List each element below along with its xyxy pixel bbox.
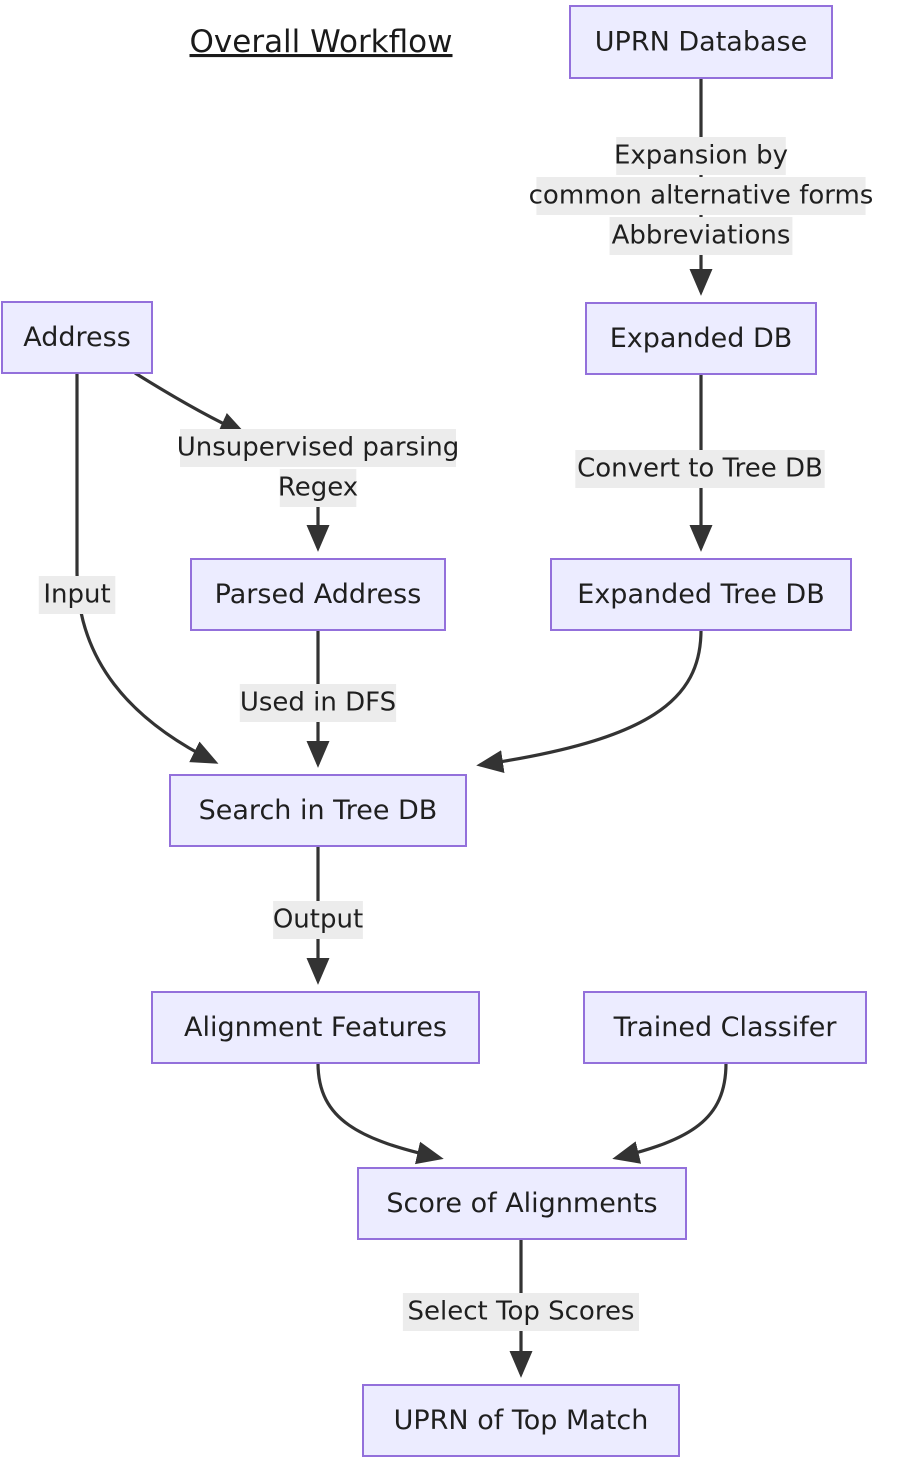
node-box[interactable] <box>151 991 480 1064</box>
edge-label-text: Abbreviations <box>612 221 791 251</box>
edge-label-text: Input <box>43 580 110 610</box>
node-box[interactable] <box>583 991 867 1064</box>
page-title: Overall Workflow <box>190 24 453 60</box>
edge-address-to-parsed <box>134 371 247 435</box>
node-label: Parsed Address <box>215 579 422 610</box>
edge-label-background <box>38 576 116 614</box>
edge-label-background <box>180 429 456 467</box>
node-score_align[interactable]: Score of Alignments <box>357 1167 687 1240</box>
node-box[interactable] <box>190 558 446 631</box>
edge-label-parsed-to-search: Used in DFS <box>239 684 397 722</box>
edge-tree-to-search <box>476 629 703 774</box>
node-box[interactable] <box>569 5 833 79</box>
edge-label-text: Expansion by <box>614 141 788 171</box>
node-trained_class[interactable]: Trained Classifer <box>583 991 867 1064</box>
node-search_tree_db[interactable]: Search in Tree DB <box>169 774 467 847</box>
node-expanded_tree_db[interactable]: Expanded Tree DB <box>550 558 852 631</box>
edge-label-address-to-search: Input <box>38 576 116 614</box>
node-alignment_feat[interactable]: Alignment Features <box>151 991 480 1064</box>
edge-label-background <box>575 450 825 488</box>
edge-label-background <box>536 177 866 215</box>
node-uprn_top_match[interactable]: UPRN of Top Match <box>362 1384 680 1457</box>
node-label: Score of Alignments <box>386 1188 657 1219</box>
node-box[interactable] <box>585 302 817 375</box>
node-label: UPRN of Top Match <box>394 1405 649 1436</box>
node-uprn_database[interactable]: UPRN Database <box>569 5 833 79</box>
node-label: Expanded Tree DB <box>577 579 824 610</box>
node-box[interactable] <box>550 558 852 631</box>
edge-label-text: common alternative forms <box>529 181 874 211</box>
node-label: Search in Tree DB <box>199 795 438 826</box>
node-label: UPRN Database <box>595 27 807 58</box>
node-box[interactable] <box>1 301 153 374</box>
edge-label-background <box>273 901 363 939</box>
edge-label-background <box>239 684 397 722</box>
edge-label-text: Convert to Tree DB <box>577 454 823 484</box>
edge-label-text: Unsupervised parsing <box>177 433 460 463</box>
edge-alignment-to-score <box>316 1062 444 1165</box>
edge-label-background <box>279 469 357 507</box>
node-expanded_db[interactable]: Expanded DB <box>585 302 817 375</box>
edge-label-expanded-to-tree: Convert to Tree DB <box>575 450 825 488</box>
edge-label-score-to-uprn: Select Top Scores <box>402 1293 639 1331</box>
node-label: Trained Classifer <box>613 1012 838 1043</box>
edge-label-background <box>609 217 793 255</box>
edge-label-background <box>616 137 786 175</box>
node-parsed_address[interactable]: Parsed Address <box>190 558 446 631</box>
edge-label-text: Select Top Scores <box>408 1297 635 1327</box>
node-label: Alignment Features <box>184 1012 447 1043</box>
node-box[interactable] <box>169 774 467 847</box>
edge-label-text: Used in DFS <box>240 688 396 718</box>
node-label: Expanded DB <box>610 323 793 354</box>
node-box[interactable] <box>362 1384 680 1457</box>
edge-label-text: Output <box>273 905 363 935</box>
edge-label-background <box>402 1293 639 1331</box>
edge-classifier-to-score <box>612 1062 728 1164</box>
edge-labels-layer: Expansion by common alternative formsAbbr… <box>38 137 874 1331</box>
edge-label-uprn-to-expanded: Expansion by common alternative formsAbbr… <box>529 137 874 255</box>
node-label: Address <box>23 322 131 353</box>
node-address[interactable]: Address <box>1 301 153 374</box>
edge-label-text: Regex <box>278 473 358 503</box>
edge-label-search-to-alignment: Output <box>273 901 363 939</box>
node-box[interactable] <box>357 1167 687 1240</box>
